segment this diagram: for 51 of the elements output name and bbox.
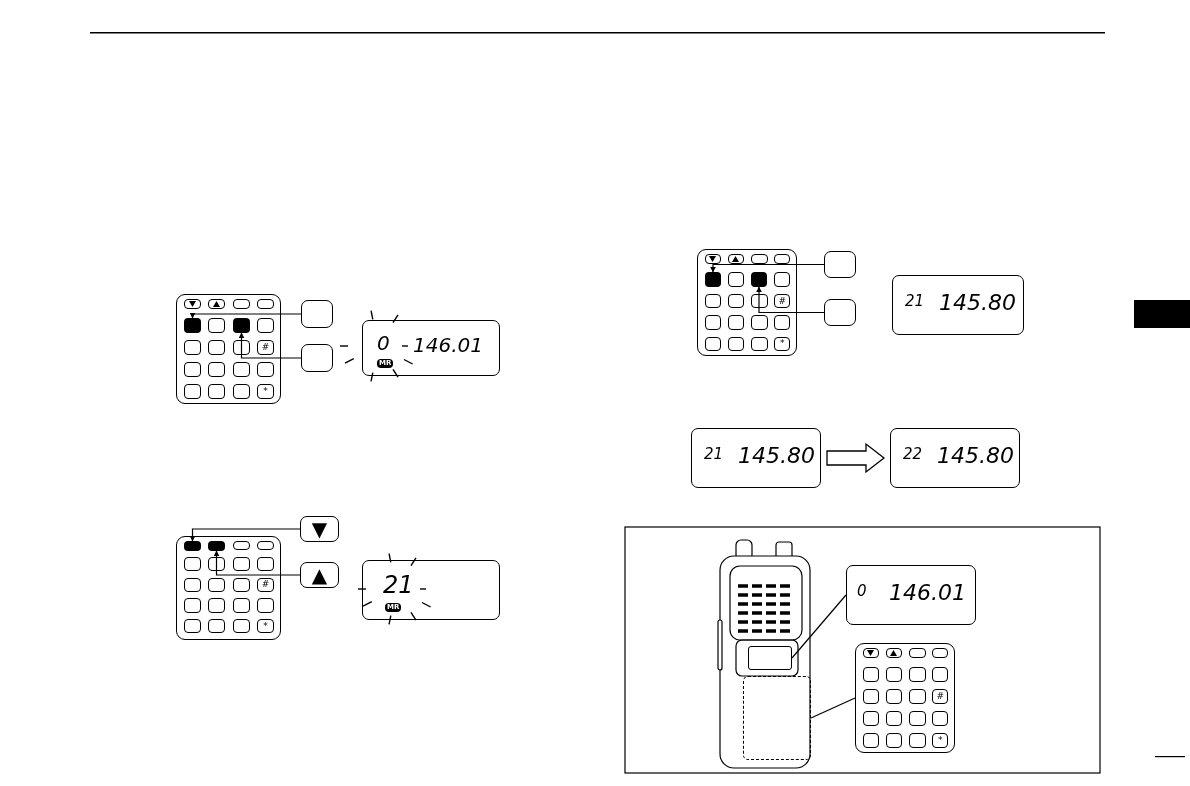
connector-line bbox=[710, 263, 825, 273]
keypad bbox=[176, 294, 281, 404]
key-callout: ▼ bbox=[300, 516, 339, 542]
connector-line bbox=[189, 528, 301, 542]
pressed-key bbox=[208, 541, 225, 551]
keypad bbox=[855, 643, 955, 753]
block-arrow bbox=[826, 442, 886, 474]
key-callout: ▲ bbox=[300, 562, 339, 588]
lcd-digits: 22 bbox=[903, 447, 923, 462]
pressed-key bbox=[184, 541, 201, 551]
keypad-key: # bbox=[257, 340, 274, 355]
pressed-key bbox=[233, 318, 250, 333]
lcd-digits: 21 bbox=[383, 573, 414, 597]
lcd-digits: 145.80 bbox=[937, 445, 1014, 467]
lcd-display bbox=[846, 565, 976, 625]
lcd-display bbox=[691, 428, 821, 488]
lcd-display bbox=[892, 275, 1024, 335]
radio-keypad-area bbox=[743, 676, 811, 760]
keypad bbox=[697, 249, 797, 356]
keypad-key: * bbox=[774, 336, 791, 352]
keypad-key: # bbox=[932, 689, 949, 704]
lcd-digits: 0 bbox=[857, 584, 867, 599]
lcd-digits: 145.80 bbox=[939, 292, 1016, 314]
key-callout bbox=[824, 251, 856, 278]
key-callout bbox=[301, 344, 333, 372]
pressed-key bbox=[705, 272, 721, 287]
lcd-display bbox=[362, 560, 500, 620]
keypad-key: * bbox=[257, 384, 274, 399]
connector-line bbox=[189, 312, 302, 319]
lcd-digits: 145.80 bbox=[738, 445, 815, 467]
lcd-digits: 21 bbox=[704, 447, 724, 462]
lcd-display bbox=[362, 320, 500, 376]
keypad-key: * bbox=[257, 619, 274, 634]
pressed-key bbox=[184, 318, 201, 333]
lcd-digits: 0 bbox=[377, 333, 390, 353]
keypad-key: # bbox=[257, 577, 274, 592]
connector-line bbox=[238, 332, 302, 359]
leader-line bbox=[810, 697, 856, 719]
key-callout bbox=[824, 299, 856, 326]
lcd-display bbox=[890, 428, 1020, 488]
lcd-digits: 146.01 bbox=[889, 582, 966, 604]
keypad bbox=[176, 536, 281, 640]
radio-display-window bbox=[748, 646, 792, 670]
connector-line bbox=[756, 286, 825, 314]
pressed-key bbox=[751, 272, 767, 287]
keypad-key: # bbox=[774, 293, 791, 309]
lcd-digits: 21 bbox=[905, 294, 925, 309]
keypad-key: * bbox=[932, 733, 949, 748]
lcd-digits: 146.01 bbox=[413, 335, 483, 355]
connector-line bbox=[213, 550, 301, 576]
key-callout bbox=[301, 300, 333, 328]
